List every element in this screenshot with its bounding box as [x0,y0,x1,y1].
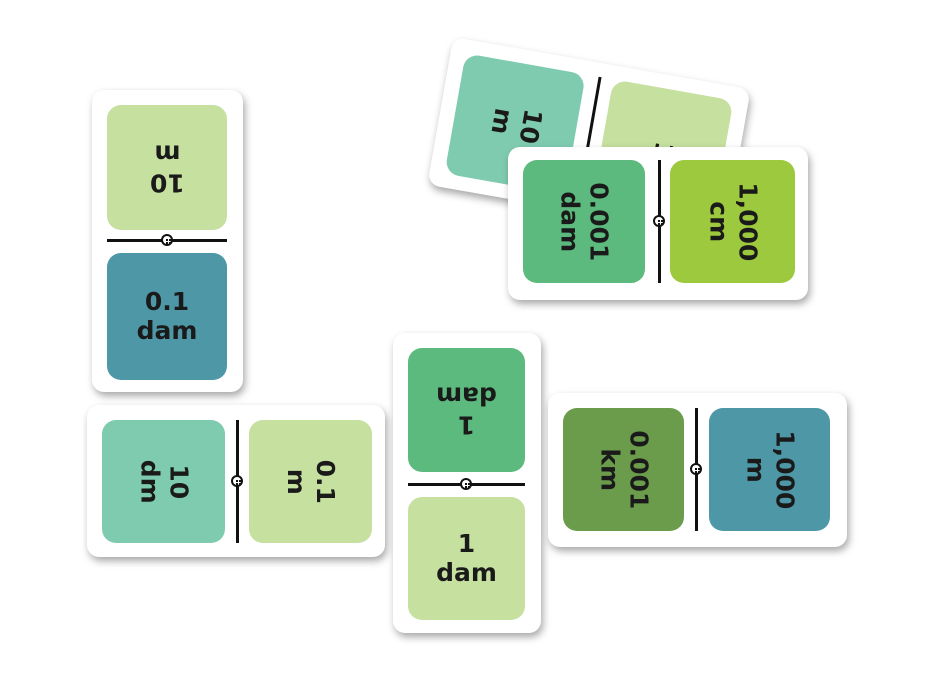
domino-tile: 1 dam [408,497,525,620]
domino-center-pip [690,463,702,475]
tile-label: 1,000 m [741,429,800,510]
domino-bottom-right[interactable]: 0.001 km 1,000 m [548,393,847,547]
domino-tile: 1,000 cm [670,160,795,283]
domino-tile: 10 m [107,105,227,230]
tile-label: 0.1 dam [136,286,198,345]
domino-tile: 10 dm [102,420,225,543]
domino-center[interactable]: 1 dam 1 dam [393,333,541,633]
tile-label: 10 dm [135,459,194,504]
tile-label: 1 dam [436,382,497,440]
domino-tile: 0.001 dam [523,160,645,283]
tile-label: 0.1 m [282,459,341,504]
domino-center-pip [460,478,472,490]
tile-label: 1 dam [436,528,497,587]
domino-tile: 0.1 m [249,420,372,543]
domino-tile: 0.001 km [563,408,684,531]
domino-center-pip [653,215,665,227]
domino-center-pip [161,234,173,246]
domino-top-right[interactable]: 0.001 dam 1,000 cm [508,147,808,300]
tile-label: 10 m [149,139,185,198]
tile-label: 10 m [485,106,548,147]
domino-top-left[interactable]: 10 m 0.1 dam [92,90,243,392]
tile-label: 0.001 dam [555,181,614,262]
domino-tile: 1 dam [408,348,525,472]
domino-tile: 1,000 m [709,408,830,531]
tile-label: 1,000 cm [704,181,763,262]
domino-bottom-left[interactable]: 10 dm 0.1 m [87,405,385,557]
domino-center-pip [231,475,243,487]
domino-tile: 0.1 dam [107,253,227,380]
tile-label: 0.001 km [595,429,654,510]
